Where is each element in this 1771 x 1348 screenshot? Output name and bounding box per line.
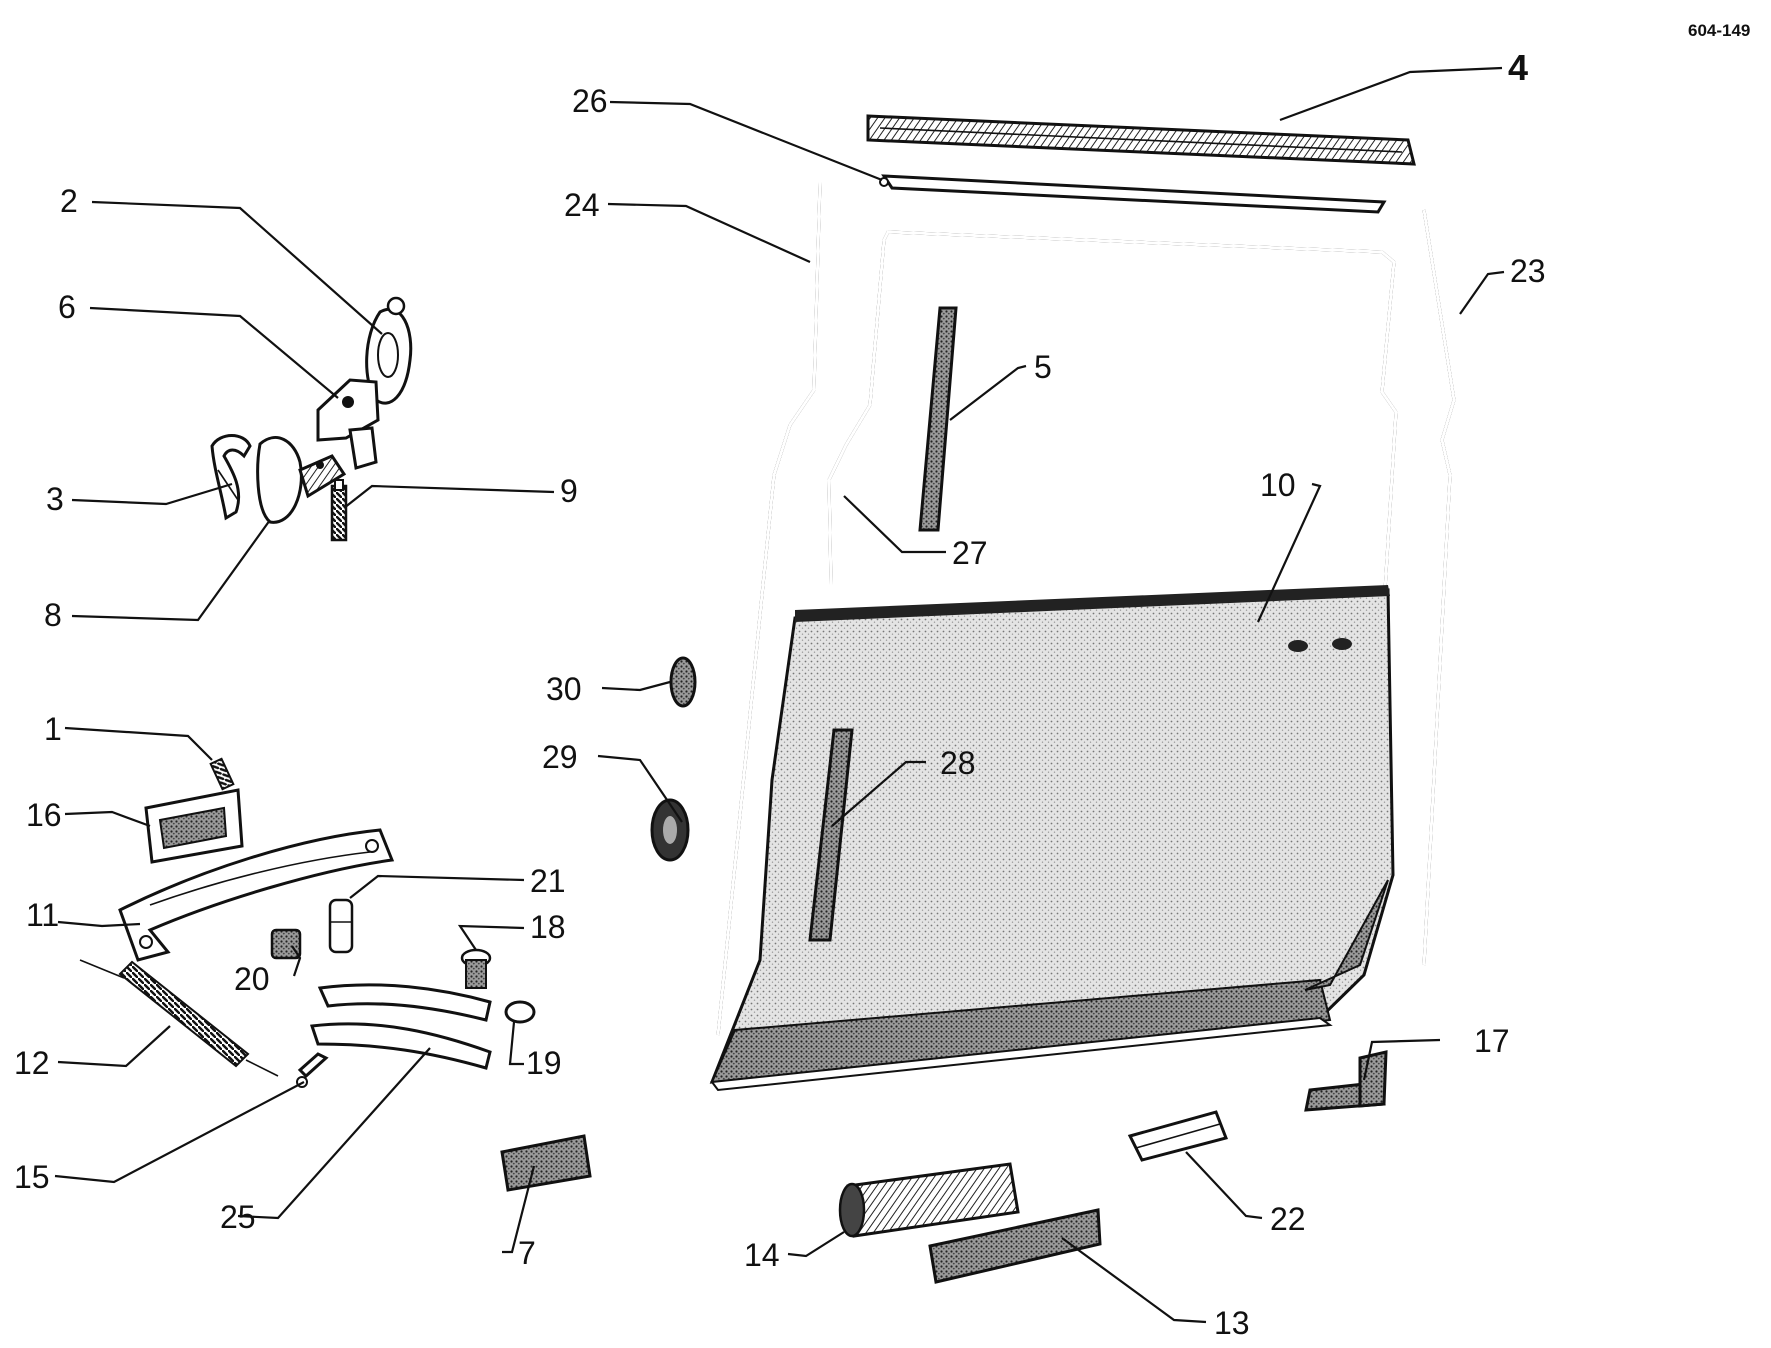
part-door-panel: [709, 585, 1395, 1092]
callout-29: 29: [542, 739, 578, 775]
part-left-rail: [716, 181, 822, 1036]
part-grommet-large: [650, 798, 690, 862]
part-pin: [460, 948, 492, 989]
part-clip: [210, 434, 252, 521]
callout-4: 4: [1508, 47, 1528, 88]
callout-8: 8: [44, 597, 62, 633]
part-top-channel: [866, 114, 1416, 166]
part-window-frame-seal: [827, 230, 1398, 591]
callout-17: 17: [1474, 1023, 1510, 1059]
part-roller-strip: [838, 1162, 1020, 1238]
part-door-clip: [500, 1134, 592, 1192]
part-upper-strip: [879, 174, 1387, 214]
callout-16: 16: [26, 797, 62, 833]
callout-23: 23: [1510, 253, 1546, 289]
callout-7: 7: [518, 1235, 536, 1271]
part-screw: [209, 757, 235, 791]
figure-reference: 604-149: [1688, 21, 1750, 40]
callout-6: 6: [58, 289, 76, 325]
callout-26: 26: [572, 83, 608, 119]
callout-10: 10: [1260, 467, 1296, 503]
callout-11: 11: [26, 897, 59, 933]
parts-group: [79, 114, 1456, 1284]
part-vertical-rod: [918, 306, 958, 532]
part-arc-straps: [309, 983, 492, 1070]
callout-22: 22: [1270, 1201, 1306, 1237]
part-plate: [144, 788, 244, 864]
callout-30: 30: [546, 671, 582, 707]
part-hinge-plate: [256, 436, 347, 524]
callout-9: 9: [560, 473, 578, 509]
callout-3: 3: [46, 481, 64, 517]
callout-19: 19: [526, 1045, 562, 1081]
callout-28: 28: [940, 745, 976, 781]
part-corner-bracket: [1304, 1050, 1388, 1112]
part-washer-plate: [365, 296, 413, 405]
part-sliding-guide: [1127, 1110, 1229, 1162]
part-knurled-nut: [270, 928, 302, 960]
part-flat-strip: [928, 1208, 1102, 1284]
callout-1: 1: [44, 711, 62, 747]
part-link-arm: [118, 828, 395, 962]
part-cotter-pin: [296, 1052, 329, 1088]
callout-24: 24: [564, 187, 600, 223]
part-threaded-stud: [330, 479, 348, 542]
callout-21: 21: [530, 863, 566, 899]
callout-13: 13: [1214, 1305, 1250, 1341]
leader-lines: [54, 66, 1505, 1324]
callout-labels: 1 2 3 4 5 6 7 8 9 10 11 12 13 14 15 16 1…: [14, 47, 1546, 1341]
part-washer: [504, 1000, 536, 1024]
callout-12: 12: [14, 1045, 50, 1081]
part-grommet-small: [669, 656, 697, 708]
callout-15: 15: [14, 1159, 50, 1195]
callout-27: 27: [952, 535, 988, 571]
callout-25: 25: [220, 1199, 256, 1235]
callout-5: 5: [1034, 349, 1052, 385]
callout-2: 2: [60, 183, 78, 219]
part-bushing: [328, 898, 354, 954]
part-bracket: [316, 378, 380, 470]
part-panel-strip: [808, 728, 854, 942]
part-spring: [79, 959, 279, 1077]
callout-20: 20: [234, 961, 270, 997]
callout-18: 18: [530, 909, 566, 945]
callout-14: 14: [744, 1237, 780, 1273]
part-right-rail: [1422, 209, 1456, 966]
